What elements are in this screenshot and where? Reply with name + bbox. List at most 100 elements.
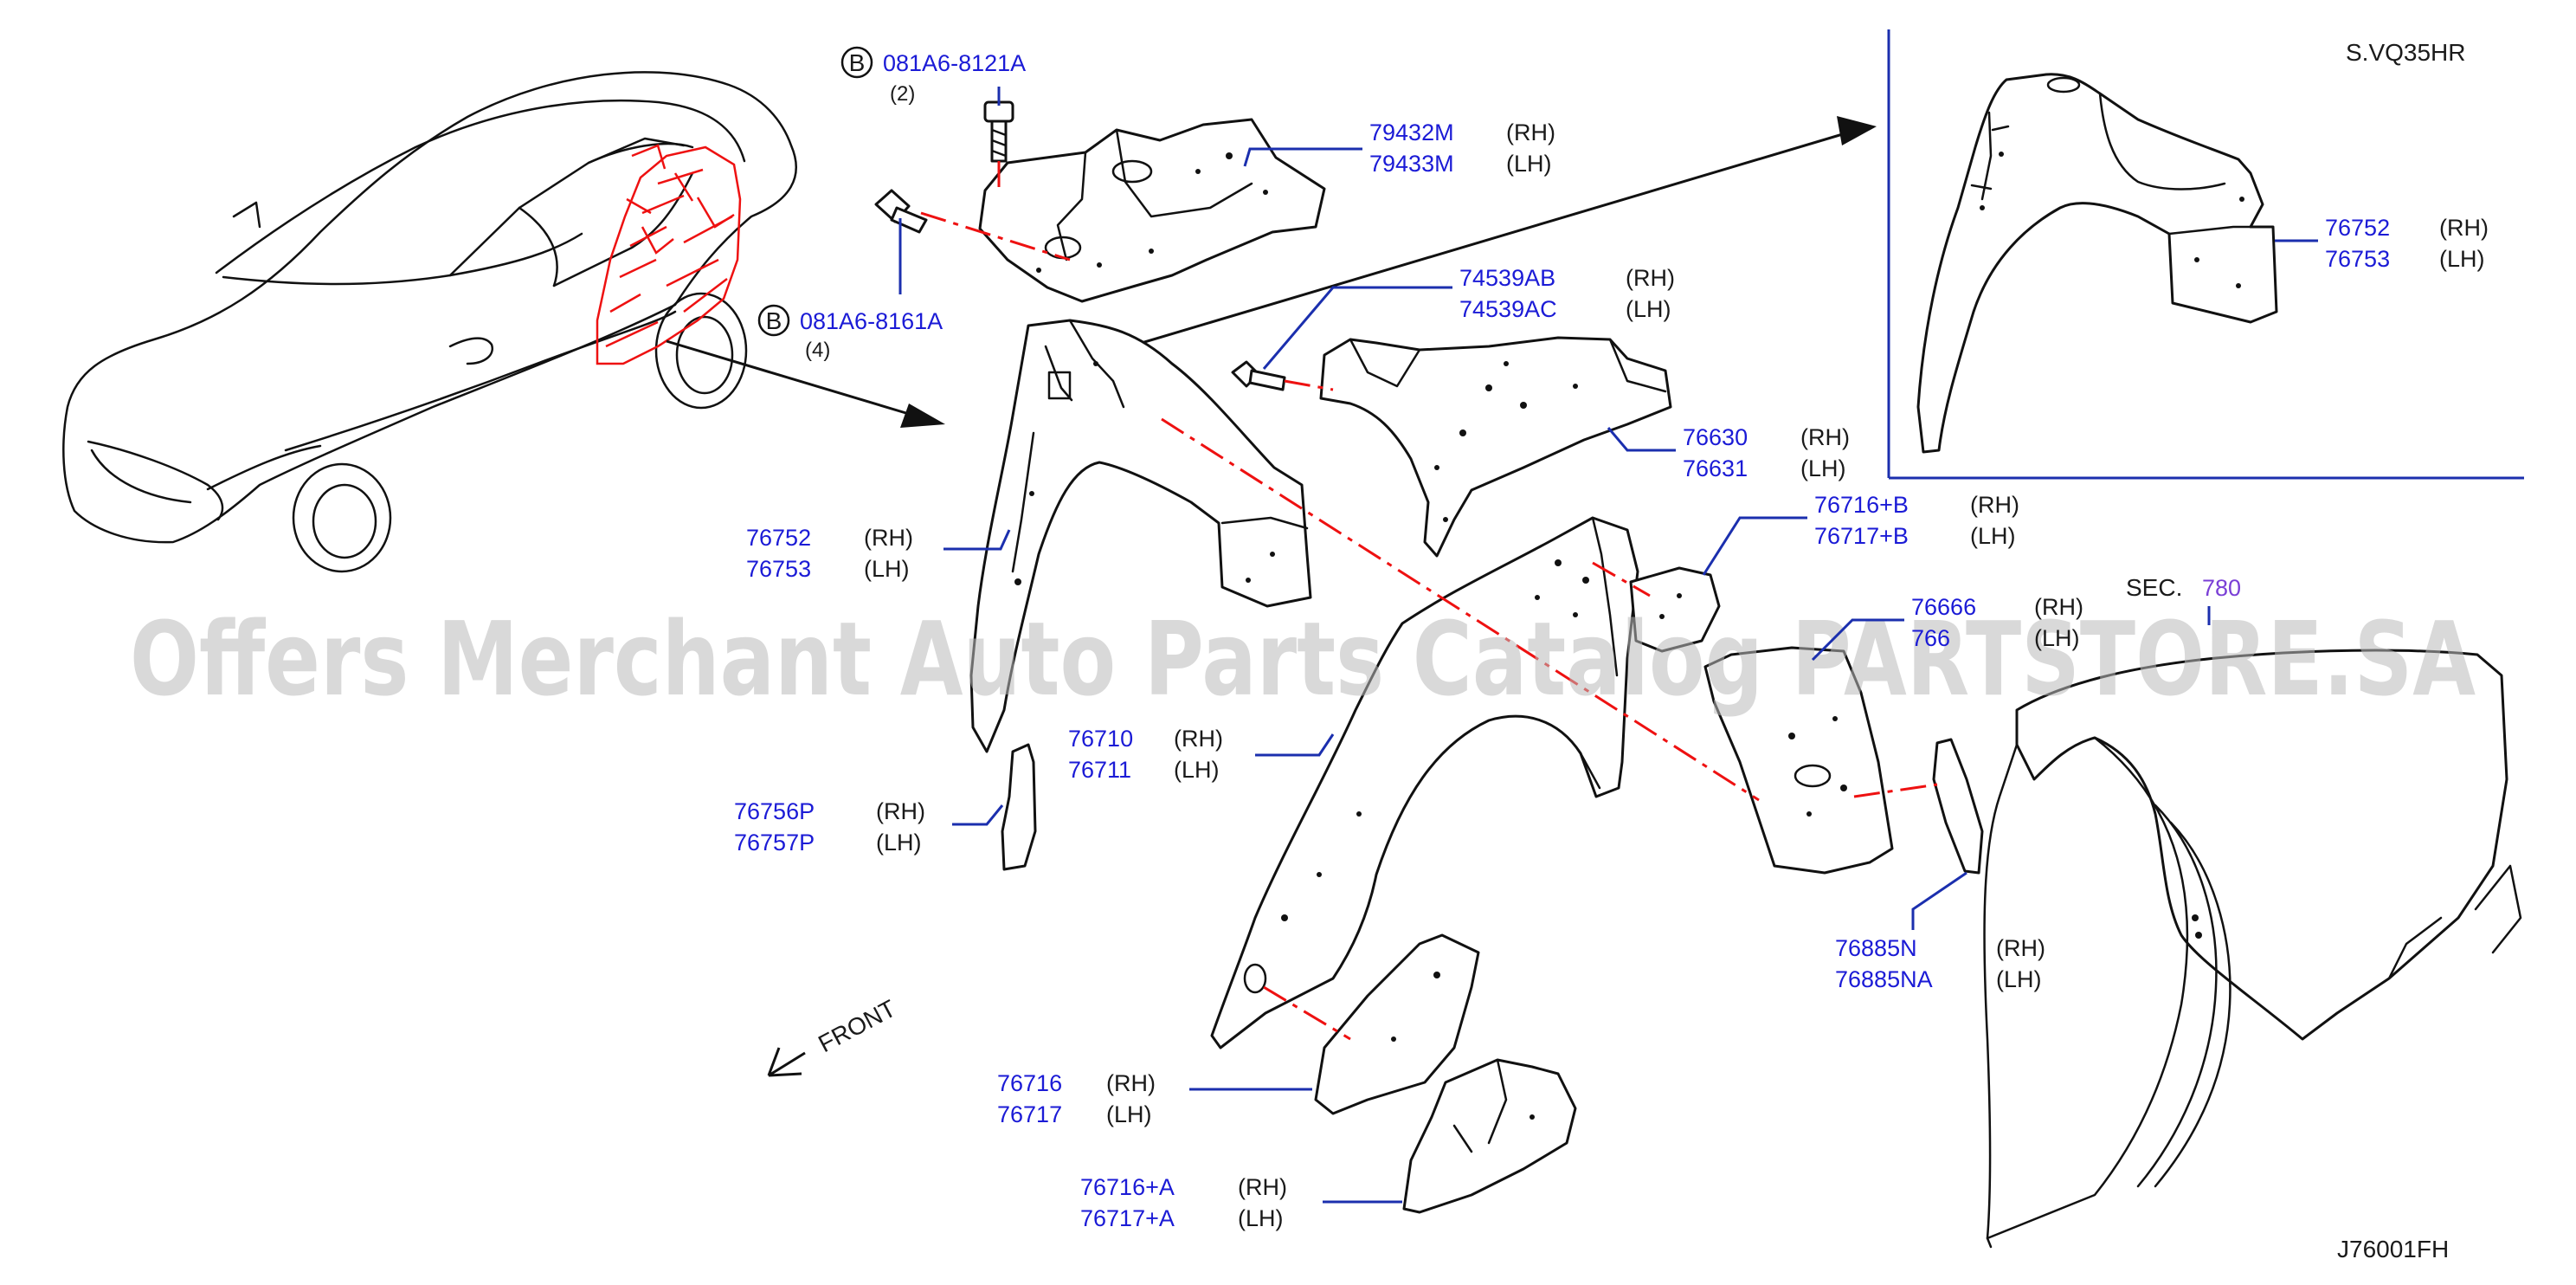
leader-line [1607,427,1676,452]
inset-frame [1887,29,2524,480]
rear-fender-panel [1983,649,2522,1249]
side-label-lh: (LH) [2439,246,2485,272]
part-number-lh[interactable]: 76757P [734,830,815,856]
side-label-lh: (LH) [1800,455,1846,481]
part-number-rh[interactable]: 76666 [1911,594,1976,620]
bolt-callout-081a6-8121a[interactable]: B 081A6-8121A (2) [840,46,1026,106]
part-number-lh[interactable]: 76717 [997,1101,1062,1127]
side-label-lh: (LH) [1174,757,1220,783]
part-number-lh[interactable]: 76885NA [1835,966,1933,992]
side-label-lh: (LH) [1506,151,1552,177]
part-number-lh[interactable]: 76753 [2325,246,2390,272]
part-number-lh[interactable]: 76753 [746,556,811,582]
part-number-rh[interactable]: 76752 [746,525,811,551]
bolt-marker-circle [757,304,790,337]
bolt-quantity: (2) [890,82,915,106]
part-79432m-bracket [978,118,1326,303]
side-label-lh: (LH) [1238,1205,1284,1231]
part-76716b-bracket [1629,566,1721,653]
part-number-lh[interactable]: 76717+B [1814,523,1909,549]
side-label-rh: (RH) [2034,594,2083,620]
bolt-side-sill [1231,360,1286,391]
callout-76666[interactable]: 76666 (RH) 766 (LH) [1811,594,2083,662]
part-number-lh[interactable]: 766 [1911,625,1950,651]
part-number-rh[interactable]: 79432M [1369,119,1454,145]
side-label-rh: (RH) [1238,1174,1287,1200]
assembly-centerlines [920,161,1938,1041]
side-label-lh: (LH) [1626,296,1671,322]
part-number-lh[interactable]: 76631 [1683,455,1748,481]
leader-line [1255,733,1335,757]
callout-76716b[interactable]: 76716+B (RH) 76717+B (LH) [1702,492,2019,576]
part-number-lh[interactable]: 79433M [1369,151,1454,177]
callout-76716[interactable]: 76716 (RH) 76717 (LH) [997,1070,1312,1127]
side-label-lh: (LH) [876,830,922,856]
part-76666-panel [1703,646,1894,875]
callout-76752-inset[interactable]: 76752 (RH) 76753 (LH) [2275,215,2489,272]
leader-line [1702,516,1807,576]
part-number-lh[interactable]: 74539AC [1459,296,1557,322]
pointer-arrow-car [666,339,910,416]
bolt-081a6-8121a [983,100,1014,163]
part-76716a-bracket [1402,1058,1577,1214]
callout-74539ab[interactable]: 74539AB (RH) 74539AC (LH) [1262,265,1675,370]
side-label-rh: (RH) [1800,424,1850,450]
side-label-lh: (LH) [1970,523,2016,549]
side-label-rh: (RH) [2439,215,2489,241]
leader-line [952,804,1004,826]
part-number-rh[interactable]: 76716+B [1814,492,1909,518]
part-number-rh[interactable]: 76752 [2325,215,2390,241]
vehicle-overview-illustration [62,71,797,573]
part-number-rh[interactable]: 76756P [734,798,815,824]
side-label-lh: (LH) [1996,966,2042,992]
bolt-callout-081a6-8161a[interactable]: B 081A6-8161A (4) [757,218,943,362]
side-label-rh: (RH) [1174,726,1223,752]
bolt-quantity: (4) [805,339,830,362]
leader-line [1243,147,1362,167]
side-label-rh: (RH) [1970,492,2019,518]
part-number-rh[interactable]: 76716 [997,1070,1062,1096]
inset-inner-wheelhouse-illustration [1916,73,2278,454]
side-label-rh: (RH) [1996,935,2045,961]
part-number-link[interactable]: 081A6-8121A [883,50,1026,76]
side-label-rh: (RH) [1106,1070,1156,1096]
part-76756p-bracket [1001,743,1037,871]
side-label-rh: (RH) [876,798,925,824]
part-76752-inner-wheelhouse [969,319,1312,753]
part-number-link[interactable]: 081A6-8161A [800,308,943,334]
part-number-lh[interactable]: 76717+A [1080,1205,1175,1231]
bolt-081a6-8161a [874,189,928,234]
section-number-link[interactable]: 780 [2202,575,2241,601]
callout-76710[interactable]: 76710 (RH) 76711 (LH) [1068,726,1335,783]
callout-76752-main[interactable]: 76752 (RH) 76753 (LH) [746,525,1011,582]
part-76716-extension [1314,933,1480,1115]
part-number-rh[interactable]: 76710 [1068,726,1133,752]
callout-76630[interactable]: 76630 (RH) 76631 (LH) [1607,424,1850,481]
side-label-lh: (LH) [864,556,910,582]
front-direction-indicator: FRONT [767,995,900,1077]
part-number-rh[interactable]: 76716+A [1080,1174,1175,1200]
watermark: Offers Merchant Auto Parts Catalog PARTS… [130,599,2476,719]
callout-76885n[interactable]: 76885N (RH) 76885NA (LH) [1835,871,2045,992]
section-reference[interactable]: SEC. 780 [2126,574,2241,625]
callout-76756p[interactable]: 76756P (RH) 76757P (LH) [734,798,1004,856]
part-number-rh[interactable]: 76885N [1835,935,1917,961]
part-number-rh[interactable]: 76630 [1683,424,1748,450]
front-label: FRONT [814,995,900,1058]
leader-line [1911,871,1967,930]
side-label-lh: (LH) [2034,625,2080,651]
leader-line [1262,286,1452,370]
part-number-lh[interactable]: 76711 [1068,757,1131,783]
part-number-rh[interactable]: 74539AB [1459,265,1555,291]
section-prefix: SEC. [2126,574,2182,601]
bolt-marker-letter: B [849,49,866,76]
diagram-code: J76001FH [2337,1236,2449,1262]
part-76630-extension [1319,336,1672,558]
arrow-head-inset [1837,116,1877,145]
arrow-head-car [900,404,945,428]
bolt-marker-circle [840,46,873,79]
callout-76716a[interactable]: 76716+A (RH) 76717+A (LH) [1080,1174,1402,1231]
part-76885n-seal [1932,738,1984,875]
side-label-rh: (RH) [864,525,913,551]
callout-79432m[interactable]: 79432M (RH) 79433M (LH) [1243,119,1555,177]
